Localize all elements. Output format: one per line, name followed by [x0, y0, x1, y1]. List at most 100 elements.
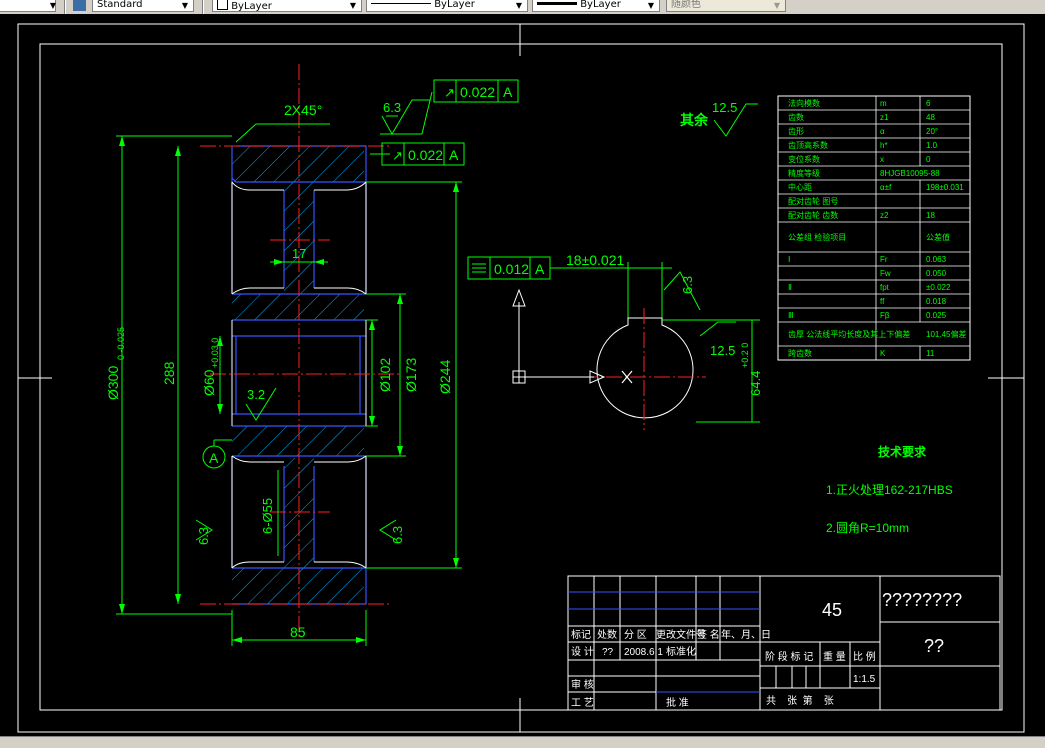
- toolbar-separator: [202, 0, 204, 14]
- part-name: ????????: [882, 590, 962, 610]
- drawing-frame: [39, 43, 1003, 711]
- param-cell: 法向模数: [788, 98, 820, 108]
- param-cell: 101.45偏差: [926, 329, 966, 339]
- color-swatch-icon: [217, 0, 228, 10]
- param-cell: 11: [926, 349, 935, 358]
- param-cell: 公差值: [926, 232, 950, 242]
- dim-85: 85: [290, 624, 306, 640]
- centering-marks: [18, 24, 1024, 732]
- layer-color-select[interactable]: ByLayer: [212, 0, 362, 12]
- tech-title: 技术要求: [878, 444, 927, 459]
- chevron-down-icon[interactable]: ▼: [515, 1, 523, 10]
- rough-key-bottom: 12.5: [710, 343, 735, 358]
- part-code: ??: [924, 636, 944, 656]
- param-cell: ff: [880, 297, 885, 306]
- design-label: 设 计: [571, 645, 594, 658]
- stage: 阶 段 标 记: [765, 650, 813, 663]
- param-cell: 公差组 检验项目: [788, 232, 846, 242]
- vertical-scroll-area: [1031, 14, 1045, 736]
- text-style-icon[interactable]: [73, 0, 86, 11]
- chevron-down-icon[interactable]: ▼: [49, 1, 57, 10]
- sheets: 共 张 第 张: [766, 694, 834, 707]
- param-cell: fpt: [880, 283, 890, 292]
- dim-chamfer: 2X45°: [284, 102, 322, 118]
- param-cell: Fβ: [880, 311, 890, 320]
- rest-roughness: [713, 103, 758, 137]
- dim-300: Ø300: [105, 366, 121, 400]
- crosshair-cursor-icon: [621, 370, 633, 384]
- param-cell: 1.0: [926, 141, 938, 150]
- rest-rough-label: 其余: [680, 112, 709, 128]
- param-cell: 198±0.031: [926, 183, 964, 192]
- param-cell: 齿顶高系数: [788, 140, 828, 150]
- param-cell: m: [880, 99, 887, 108]
- text-style-select[interactable]: Standard: [92, 0, 194, 12]
- rough-bore: 3.2: [247, 387, 265, 402]
- dim-102: Ø102: [377, 358, 393, 392]
- dim-60-tol: +0.03 0: [210, 338, 220, 368]
- param-cell: h*: [880, 141, 888, 150]
- param-cell: α: [880, 127, 885, 136]
- linetype-select[interactable]: ByLayer: [366, 0, 528, 12]
- param-cell: 配对齿轮 图号: [788, 196, 838, 206]
- chevron-down-icon[interactable]: ▼: [181, 1, 189, 10]
- svg-text:↗: ↗: [444, 85, 455, 100]
- param-cell: 中心距: [788, 182, 812, 192]
- param-cell: 6: [926, 99, 931, 108]
- param-cell: x: [880, 155, 884, 164]
- dim-173: Ø173: [403, 358, 419, 392]
- dim-288: 288: [161, 361, 177, 385]
- date: 2008.6.1: [624, 647, 663, 658]
- h-count: 处数: [597, 628, 617, 641]
- param-cell: 齿形: [788, 127, 804, 136]
- param-cell: 齿厚 公法线平均长度及其上下偏差: [788, 329, 910, 339]
- rough-right: 6.3: [390, 526, 405, 544]
- param-cell: z2: [880, 211, 889, 220]
- sym-tol: 0.012: [494, 261, 529, 277]
- dim-60: Ø60: [201, 369, 217, 396]
- process: 工 艺: [571, 697, 594, 709]
- drawing-canvas[interactable]: ↗ ↗ 2X45° 6.3 0.022 A 0.022 A 17 Ø300 0 …: [0, 14, 1031, 736]
- h-doc: 更改文件号: [656, 628, 706, 641]
- param-cell: Fr: [880, 255, 888, 264]
- tech-item-2: 2.圆角R=10mm: [826, 521, 909, 535]
- param-cell: 0: [926, 155, 931, 164]
- param-cell: ±0.022: [926, 283, 951, 292]
- tech-item-1: 1.正火处理162-217HBS: [826, 483, 953, 497]
- toolbar-dropdown-left[interactable]: [0, 0, 56, 12]
- param-cell: Fw: [880, 269, 891, 278]
- approve: 批 准: [666, 696, 689, 709]
- param-cell: 配对齿轮 齿数: [788, 210, 838, 220]
- param-cell: α±f: [880, 183, 892, 192]
- datum-a: A: [209, 450, 219, 466]
- hatch-hub-bottom: [232, 426, 364, 456]
- param-cell: 18: [926, 211, 935, 220]
- chevron-down-icon[interactable]: ▼: [647, 1, 655, 10]
- param-cell: 齿数: [788, 112, 804, 122]
- rough-key-side: 6.3: [680, 276, 695, 294]
- plot-style-select[interactable]: 随颜色: [666, 0, 786, 12]
- h-sign: 签 名: [697, 628, 720, 641]
- property-toolbar: ▼ Standard ▼ ByLayer ▼ ByLayer ▼ ByLayer…: [0, 0, 1045, 15]
- dim-key-depth: 64.4: [748, 371, 763, 396]
- gt2-value: 0.022: [408, 147, 443, 163]
- hatch-rim-top: [232, 146, 364, 182]
- toolbar-separator: [64, 0, 66, 14]
- param-cell: 20°: [926, 127, 938, 136]
- chevron-down-icon[interactable]: ▼: [773, 1, 781, 10]
- chevron-down-icon[interactable]: ▼: [349, 1, 357, 10]
- param-cell: 变位系数: [788, 154, 820, 164]
- dim-244: Ø244: [437, 360, 453, 394]
- param-cell: z1: [880, 113, 889, 122]
- hatch-hub-top: [232, 294, 364, 320]
- linetype-sample-icon: [371, 3, 431, 4]
- param-cell: Ⅱ: [788, 283, 792, 292]
- keyway-view: 0.012 A 18±0.021 6.3 12.5 64.4 +0.2 0: [467, 252, 763, 430]
- dim-17: 17: [292, 246, 306, 261]
- rough-left: 6.3: [196, 527, 211, 545]
- standard: 标准化: [666, 645, 696, 658]
- lineweight-select[interactable]: ByLayer: [532, 0, 660, 12]
- param-cell: 0.018: [926, 297, 947, 306]
- designer: ??: [602, 647, 614, 658]
